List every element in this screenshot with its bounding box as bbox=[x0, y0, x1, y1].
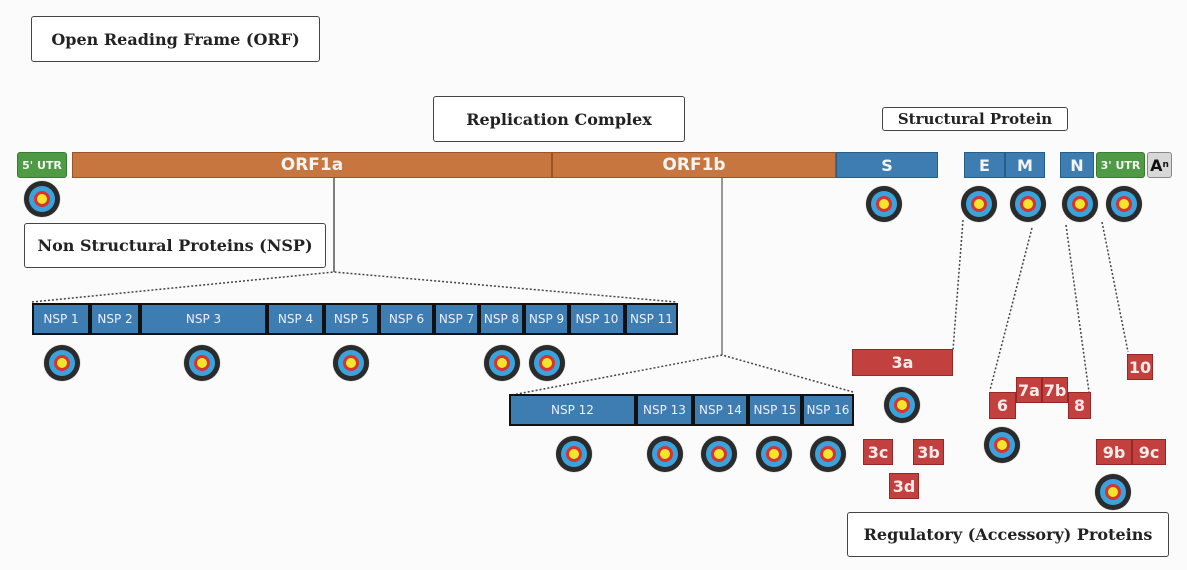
orf-label: Open Reading Frame (ORF) bbox=[31, 16, 320, 62]
accessory-9c: 9c bbox=[1132, 439, 1166, 465]
m-connector bbox=[989, 227, 1033, 391]
nsp-8: NSP 8 bbox=[479, 303, 524, 335]
target-icon-n bbox=[1062, 186, 1098, 222]
target-icon-m bbox=[1010, 186, 1046, 222]
accessory-3d: 3d bbox=[889, 473, 919, 499]
target-icon-nsp14 bbox=[701, 436, 737, 472]
replication-complex-label: Replication Complex bbox=[433, 96, 685, 142]
target-icon-e bbox=[961, 186, 997, 222]
utr3-segment: 3' UTR bbox=[1096, 152, 1145, 178]
orf1b-segment: ORF1b bbox=[552, 152, 836, 178]
e-connector bbox=[952, 219, 964, 351]
structural-protein-label: Structural Protein bbox=[882, 107, 1068, 131]
utr5-segment: 5' UTR bbox=[17, 152, 67, 178]
nsp-16: NSP 16 bbox=[802, 394, 854, 426]
nsp-14: NSP 14 bbox=[693, 394, 748, 426]
polya-label: A bbox=[1150, 155, 1163, 175]
nsp-7: NSP 7 bbox=[434, 303, 479, 335]
e-segment: E bbox=[964, 152, 1005, 178]
nsp-15: NSP 15 bbox=[748, 394, 802, 426]
target-icon-nsp12 bbox=[556, 436, 592, 472]
nsp-3: NSP 3 bbox=[140, 303, 267, 335]
accessory-3c: 3c bbox=[863, 439, 893, 465]
target-icon-nsp5 bbox=[333, 345, 369, 381]
nsp-2: NSP 2 bbox=[90, 303, 140, 335]
target-icon-nsp1 bbox=[44, 345, 80, 381]
target-icon-utr3 bbox=[1106, 186, 1142, 222]
nsp-10: NSP 10 bbox=[569, 303, 625, 335]
n-segment: N bbox=[1060, 152, 1094, 178]
nsp-9: NSP 9 bbox=[524, 303, 569, 335]
utr3-connector bbox=[1101, 221, 1129, 353]
target-icon-9b bbox=[1095, 474, 1131, 510]
target-icon-s bbox=[866, 186, 902, 222]
nsp-11: NSP 11 bbox=[625, 303, 678, 335]
accessory-7a: 7a bbox=[1016, 377, 1042, 403]
target-icon-nsp13 bbox=[647, 436, 683, 472]
accessory-10: 10 bbox=[1127, 354, 1153, 380]
accessory-3b: 3b bbox=[913, 439, 944, 465]
nsp-label: Non Structural Proteins (NSP) bbox=[24, 223, 326, 268]
nsp-13: NSP 13 bbox=[636, 394, 693, 426]
nsp-1: NSP 1 bbox=[32, 303, 90, 335]
m-segment: M bbox=[1005, 152, 1045, 178]
regulatory-proteins-label: Regulatory (Accessory) Proteins bbox=[847, 512, 1169, 557]
nsp-12: NSP 12 bbox=[509, 394, 636, 426]
target-icon-nsp9 bbox=[529, 345, 565, 381]
accessory-8: 8 bbox=[1068, 392, 1091, 419]
nsp-6: NSP 6 bbox=[379, 303, 434, 335]
target-icon-nsp15 bbox=[756, 436, 792, 472]
target-icon-nsp8 bbox=[484, 345, 520, 381]
polya-subscript: n bbox=[1162, 160, 1169, 170]
target-icon-nsp16 bbox=[810, 436, 846, 472]
nsp-5: NSP 5 bbox=[324, 303, 379, 335]
nsp-4: NSP 4 bbox=[267, 303, 324, 335]
accessory-3a: 3a bbox=[852, 349, 953, 376]
accessory-9b: 9b bbox=[1096, 439, 1132, 465]
target-icon-6 bbox=[984, 427, 1020, 463]
s-segment: S bbox=[836, 152, 938, 178]
accessory-6: 6 bbox=[989, 392, 1016, 419]
target-icon-nsp3 bbox=[184, 345, 220, 381]
n-connector bbox=[1065, 224, 1090, 393]
target-icon-utr5 bbox=[24, 181, 60, 217]
accessory-7b: 7b bbox=[1042, 377, 1068, 403]
nsp1-11-bracket bbox=[31, 271, 677, 303]
target-icon-3a bbox=[884, 387, 920, 423]
nsp12-16-bracket bbox=[511, 354, 854, 396]
orf1a-segment: ORF1a bbox=[72, 152, 552, 178]
